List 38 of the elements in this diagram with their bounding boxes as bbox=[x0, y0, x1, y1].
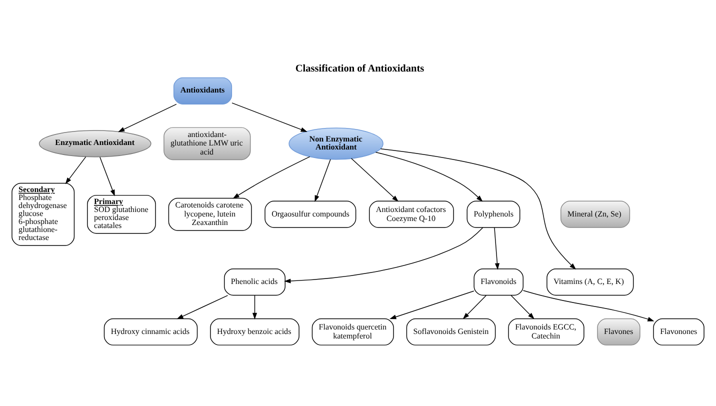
node-box: Hydroxy cinnamic acids bbox=[104, 318, 198, 346]
node-box: Primary SOD glutathione peroxidase catatales bbox=[87, 194, 156, 234]
node-box: Flavonoids EGCC, Catechin bbox=[508, 318, 584, 346]
arrow bbox=[375, 152, 483, 202]
arrow bbox=[284, 227, 484, 284]
arrow bbox=[252, 295, 258, 320]
diagram-title: Classification of Antioxidants bbox=[295, 63, 424, 74]
arrow bbox=[380, 148, 576, 270]
arrow bbox=[390, 290, 474, 320]
arrow bbox=[314, 159, 331, 202]
node-box: Phenolic acids bbox=[224, 268, 286, 296]
node-box: Antioxidant cofactors Coezyme Q-10 bbox=[368, 200, 454, 228]
node-ellipse: Enzymatic Antioxidant bbox=[38, 130, 152, 158]
arrow bbox=[510, 295, 534, 320]
arrow bbox=[100, 156, 115, 196]
node-box: Flavonoids bbox=[474, 268, 524, 296]
node-box: Hydroxy benzoic acids bbox=[210, 318, 300, 346]
node-box: Flavones bbox=[597, 318, 640, 346]
node-box: Polyphenols bbox=[466, 200, 520, 228]
arrow bbox=[118, 104, 177, 132]
arrow bbox=[462, 295, 486, 320]
node-box: antioxidant-glutathione LMW uric acid bbox=[164, 127, 251, 160]
arrow bbox=[176, 295, 228, 320]
arrow bbox=[522, 290, 654, 322]
node-box: Flavonones bbox=[653, 318, 704, 346]
arrow bbox=[494, 227, 500, 270]
node-box: Flavonoids quercetin katempferol bbox=[312, 318, 394, 346]
node-box: Soflavonoids Genistein bbox=[406, 318, 496, 346]
arrow bbox=[350, 158, 399, 202]
node-box: Mineral (Zn, Se) bbox=[560, 200, 630, 228]
node-box: Secondary Phosphate dehydrogenase glucose 6-phosphate glutathione-reductase bbox=[12, 182, 75, 246]
node-box: Antioxidants bbox=[173, 77, 232, 104]
node-box: Orgaosulfur compounds bbox=[264, 200, 356, 228]
arrow bbox=[232, 156, 310, 199]
node-box: Carotenoids carotene lycopene, lutein Zeaxanthin bbox=[168, 198, 252, 231]
node-box: Vitamins (A, C, E, K) bbox=[546, 268, 634, 296]
arrow bbox=[232, 102, 308, 132]
arrow bbox=[65, 156, 86, 184]
